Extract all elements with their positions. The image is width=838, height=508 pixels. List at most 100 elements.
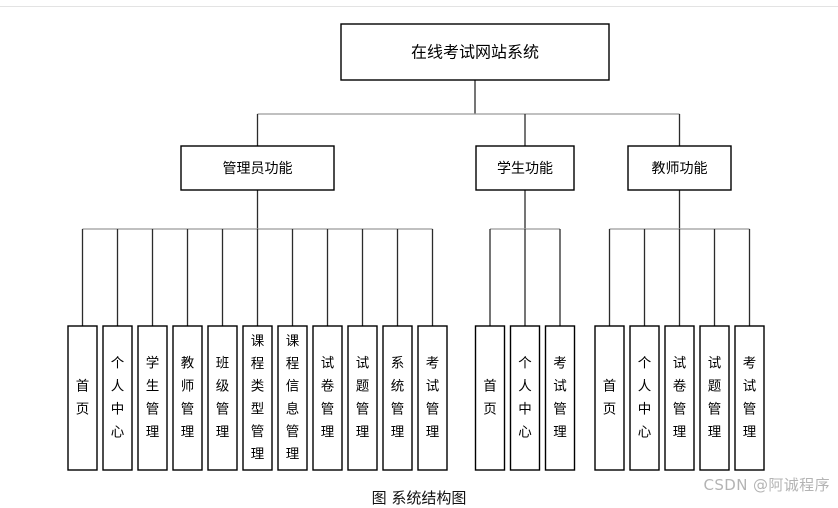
- svg-text:学: 学: [146, 356, 160, 372]
- svg-text:试: 试: [356, 356, 370, 372]
- svg-text:个: 个: [111, 356, 125, 372]
- leaf-node-box-admin-4[interactable]: [207, 325, 238, 471]
- svg-text:型: 型: [251, 401, 265, 417]
- svg-text:首: 首: [483, 379, 497, 395]
- svg-text:管: 管: [181, 402, 195, 418]
- leaf-node-box-teacher-1[interactable]: [629, 325, 660, 471]
- svg-text:统: 统: [391, 379, 405, 395]
- svg-text:页: 页: [76, 402, 90, 418]
- svg-text:首: 首: [603, 379, 617, 395]
- leaf-node-box-student-1[interactable]: [509, 325, 541, 471]
- branch-node-box-student[interactable]: [475, 145, 575, 191]
- svg-text:管: 管: [286, 424, 300, 440]
- csdn-watermark: CSDN @阿诚程序: [703, 476, 830, 494]
- leaf-node-box-teacher-3[interactable]: [699, 325, 730, 471]
- branch-node-box-admin[interactable]: [180, 145, 335, 191]
- svg-text:课: 课: [251, 333, 265, 349]
- connector-layer: [81, 80, 751, 326]
- svg-text:试: 试: [708, 356, 722, 372]
- leaf-node-box-teacher-4[interactable]: [734, 325, 765, 471]
- root-node-box[interactable]: [340, 23, 610, 81]
- leaf-node-label-admin-0: 首页: [76, 379, 90, 418]
- svg-text:理: 理: [553, 425, 567, 441]
- leaf-node-box-admin-9[interactable]: [382, 325, 413, 471]
- svg-text:人: 人: [111, 379, 125, 395]
- svg-text:管: 管: [321, 402, 335, 418]
- svg-text:理: 理: [216, 425, 230, 441]
- svg-text:系: 系: [391, 356, 405, 372]
- leaf-node-box-admin-10[interactable]: [417, 325, 448, 471]
- svg-text:级: 级: [216, 379, 230, 395]
- svg-text:管: 管: [743, 402, 757, 418]
- leaf-node-box-admin-8[interactable]: [347, 325, 378, 471]
- svg-text:理: 理: [286, 447, 300, 463]
- svg-text:首: 首: [76, 379, 90, 395]
- svg-text:试: 试: [553, 379, 567, 395]
- leaf-node-box-admin-6[interactable]: [277, 325, 308, 471]
- svg-text:心: 心: [111, 425, 125, 441]
- svg-text:试: 试: [321, 356, 335, 372]
- svg-text:个: 个: [518, 356, 532, 372]
- leaf-node-box-teacher-2[interactable]: [664, 325, 695, 471]
- svg-text:考: 考: [553, 356, 567, 372]
- svg-text:试: 试: [673, 356, 687, 372]
- leaf-node-box-teacher-0[interactable]: [594, 325, 625, 471]
- leaf-node-box-admin-3[interactable]: [172, 325, 203, 471]
- svg-text:卷: 卷: [321, 379, 335, 395]
- svg-text:理: 理: [743, 425, 757, 441]
- branch-node-box-teacher[interactable]: [627, 145, 732, 191]
- svg-text:管: 管: [673, 402, 687, 418]
- svg-text:页: 页: [483, 402, 497, 418]
- leaf-node-box-admin-0[interactable]: [67, 325, 98, 471]
- svg-text:理: 理: [321, 425, 335, 441]
- svg-text:题: 题: [708, 379, 722, 395]
- leaf-node-box-admin-1[interactable]: [102, 325, 133, 471]
- leaf-node-box-student-0[interactable]: [474, 325, 506, 471]
- leaf-node-box-admin-7[interactable]: [312, 325, 343, 471]
- leaf-node-box-student-2[interactable]: [544, 325, 576, 471]
- svg-text:人: 人: [518, 379, 532, 395]
- svg-text:息: 息: [286, 400, 300, 417]
- branch-node-label-admin: 管理员功能: [223, 161, 293, 177]
- svg-text:管: 管: [356, 402, 370, 418]
- svg-text:班: 班: [216, 356, 230, 372]
- svg-text:理: 理: [391, 425, 405, 441]
- svg-text:教: 教: [181, 356, 195, 372]
- node-layer: 在线考试网站系统管理员功能首页个人中心学生管理教师管理班级管理课程类型管理课程信…: [67, 23, 765, 471]
- leaf-node-box-admin-2[interactable]: [137, 325, 168, 471]
- svg-text:题: 题: [356, 379, 370, 395]
- svg-text:程: 程: [251, 356, 265, 372]
- svg-text:中: 中: [518, 402, 532, 418]
- svg-text:管: 管: [708, 402, 722, 418]
- svg-text:管: 管: [391, 402, 405, 418]
- branch-node-label-student: 学生功能: [497, 161, 553, 177]
- svg-text:管: 管: [216, 402, 230, 418]
- leaf-node-label-student-0: 首页: [483, 379, 497, 418]
- svg-text:管: 管: [146, 402, 160, 418]
- svg-text:程: 程: [286, 356, 300, 372]
- svg-text:理: 理: [146, 425, 160, 441]
- svg-text:理: 理: [181, 425, 195, 441]
- svg-text:管: 管: [553, 402, 567, 418]
- leaf-node-box-admin-5[interactable]: [242, 325, 273, 471]
- svg-text:页: 页: [603, 402, 617, 418]
- svg-text:个: 个: [638, 356, 652, 372]
- svg-text:管: 管: [426, 402, 440, 418]
- svg-text:理: 理: [673, 425, 687, 441]
- svg-text:管: 管: [251, 424, 265, 440]
- svg-text:考: 考: [743, 356, 757, 372]
- svg-text:生: 生: [146, 379, 160, 395]
